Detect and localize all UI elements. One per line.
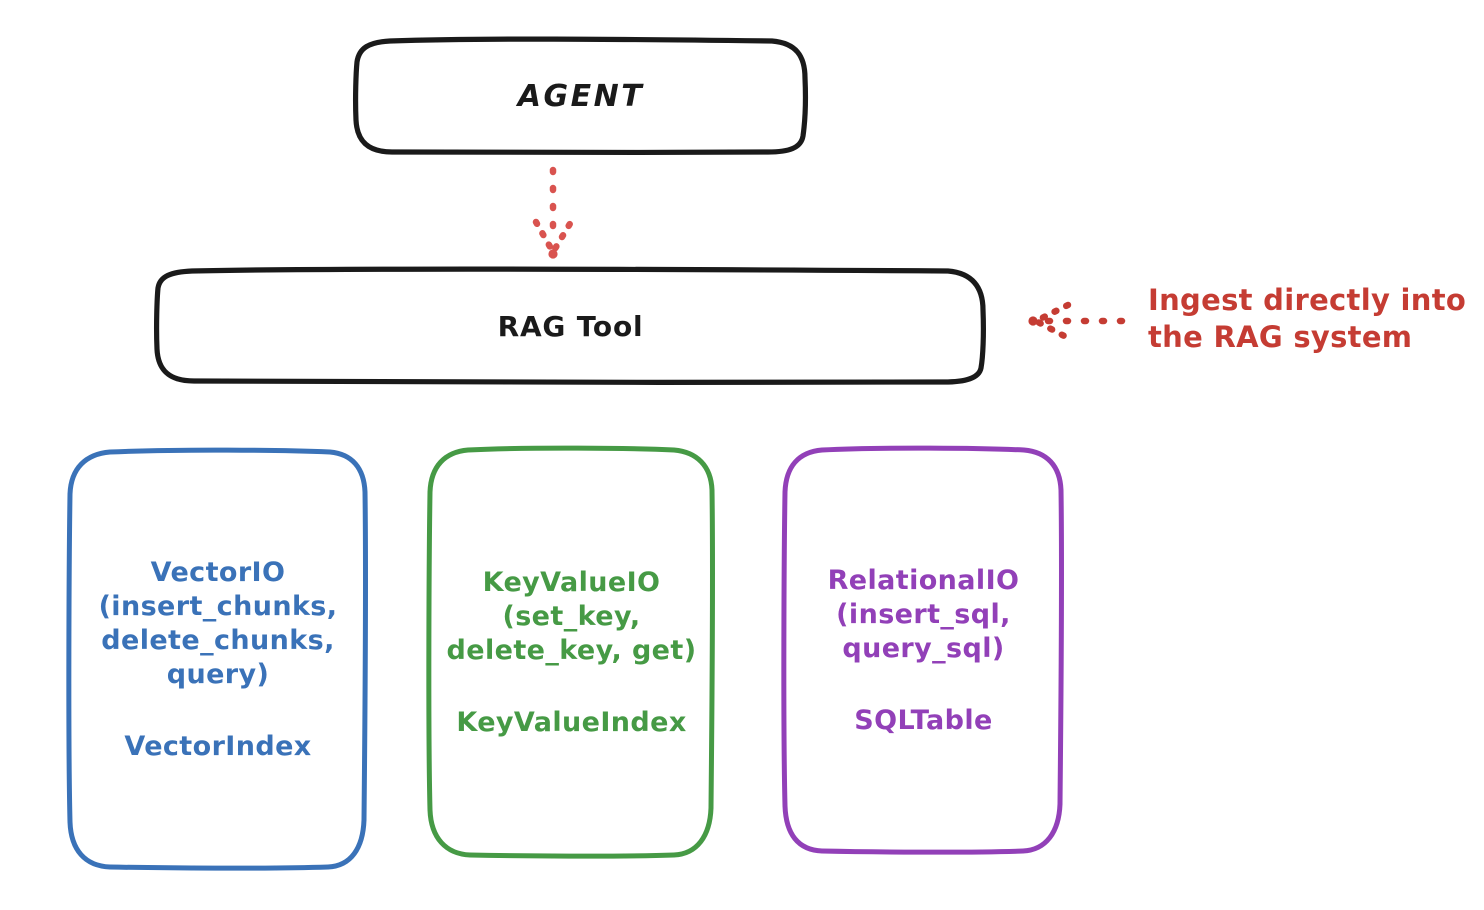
relational-io-api-label: RelationalIO (insert_sql, query_sql) bbox=[827, 564, 1020, 664]
vector-io-index-label: VectorIndex bbox=[124, 731, 312, 763]
rag-tool-node-label: RAG Tool bbox=[497, 309, 644, 343]
key-value-io-api-label: KeyValueIO (set_key, delete_key, get) bbox=[446, 566, 697, 666]
key-value-io-card-text: KeyValueIO (set_key, delete_key, get) Ke… bbox=[430, 450, 713, 856]
vector-io-card-text: VectorIO (insert_chunks, delete_chunks, … bbox=[70, 452, 366, 868]
relational-io-index-label: SQLTable bbox=[854, 705, 993, 737]
agent-to-rag-arrow bbox=[532, 166, 575, 259]
ingest-to-rag-arrow bbox=[1028, 301, 1132, 342]
key-value-io-index-label: KeyValueIndex bbox=[456, 707, 687, 739]
agent-node-label: AGENT bbox=[517, 79, 645, 115]
vector-io-api-label: VectorIO (insert_chunks, delete_chunks, … bbox=[98, 556, 338, 690]
relational-io-card-text: RelationalIO (insert_sql, query_sql) SQL… bbox=[785, 450, 1062, 852]
ingest-annotation-text: Ingest directly into the RAG system bbox=[1148, 283, 1467, 355]
